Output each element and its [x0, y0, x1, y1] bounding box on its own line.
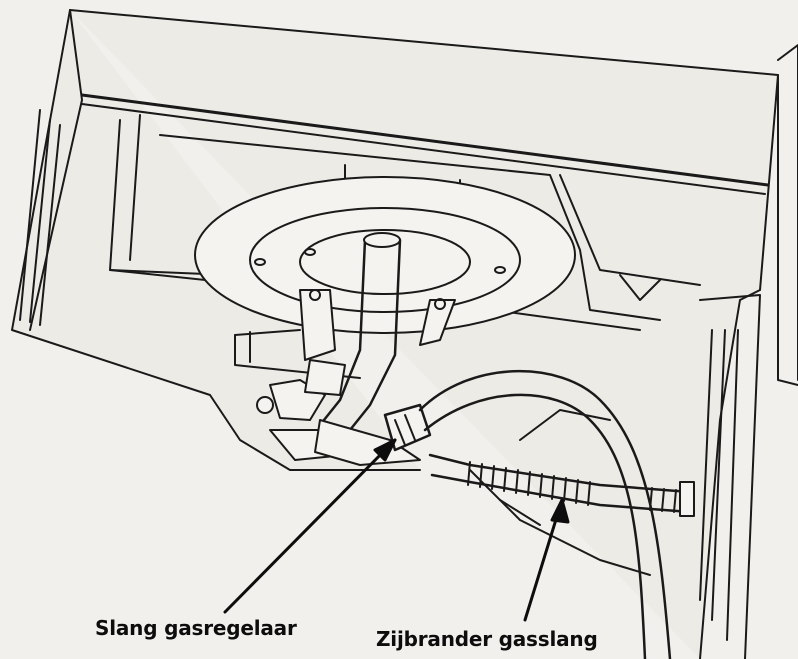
lower-tray [469, 409, 651, 576]
label-regulator-hose: Slang gasregelaar [95, 616, 297, 640]
regulator-fitting [383, 403, 432, 452]
label-side-burner-hose: Zijbrander gasslang [376, 627, 598, 651]
corrugated-hose [428, 453, 695, 517]
valve-assembly [256, 359, 421, 466]
venturi-tube [318, 232, 402, 432]
callout-arrows [223, 438, 570, 622]
arrow-side-burner-head [550, 498, 570, 524]
arrow-regulator-hose [223, 438, 397, 614]
housing [11, 9, 798, 659]
arrow-regulator-head [373, 438, 397, 462]
burner-plate [194, 176, 576, 334]
mount-brackets [299, 289, 456, 361]
